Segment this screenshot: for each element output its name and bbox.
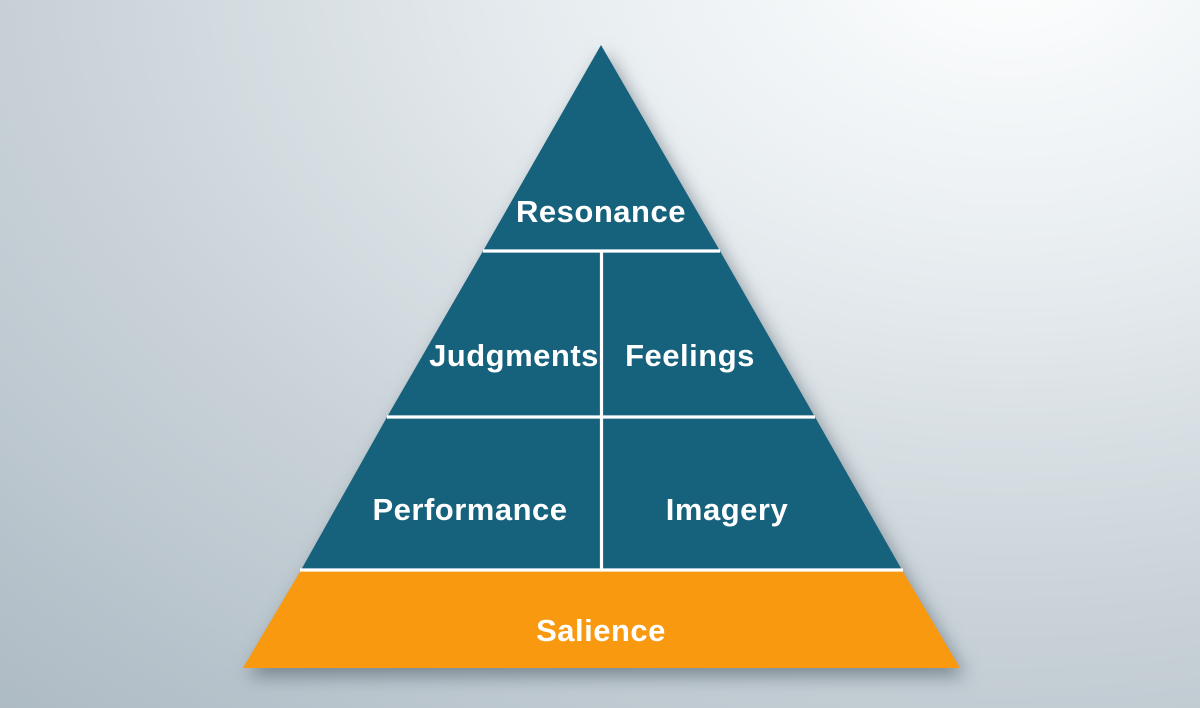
level-label-feelings: Feelings [625, 338, 755, 373]
level-label-performance: Performance [372, 492, 567, 527]
level-label-imagery: Imagery [666, 492, 789, 527]
pyramid-level-salience [243, 570, 960, 668]
level-label-resonance: Resonance [516, 194, 686, 229]
level-label-salience: Salience [536, 613, 666, 648]
level-label-judgments: Judgments [429, 338, 599, 373]
pyramid-level-resonance [483, 45, 720, 251]
